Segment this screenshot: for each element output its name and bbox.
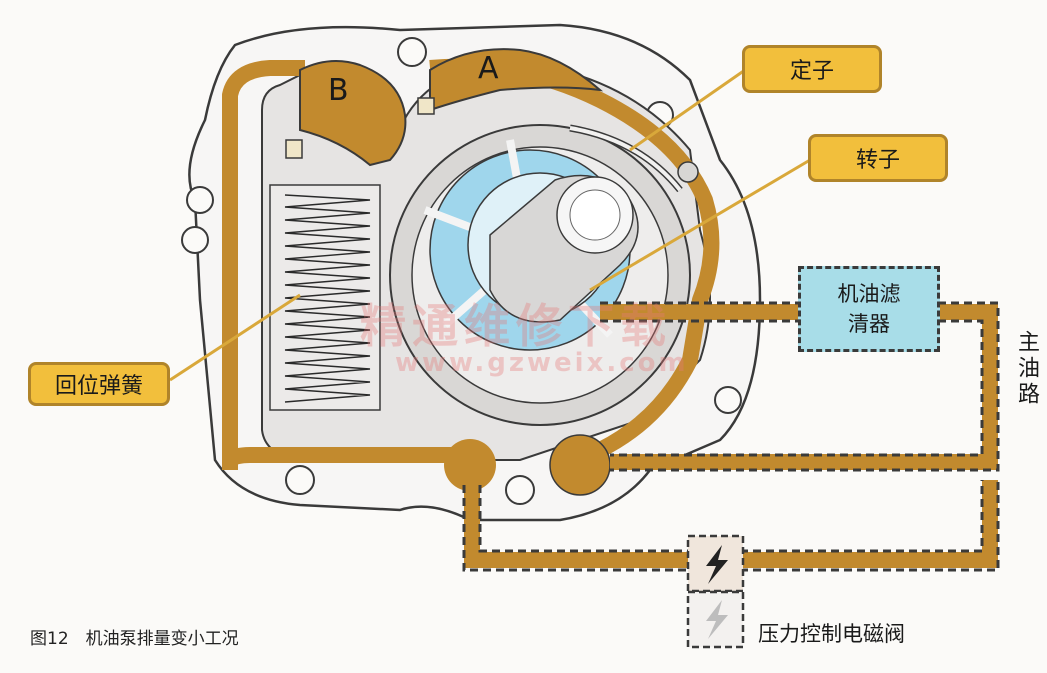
solenoid-valve-inactive bbox=[686, 590, 745, 649]
watermark-title: 精通维修下载 bbox=[360, 299, 672, 353]
outlet-port-left bbox=[444, 439, 496, 491]
bolt-holes bbox=[181, 37, 742, 505]
oil-channel-outer bbox=[222, 60, 305, 470]
lightning-icon-inactive bbox=[706, 600, 728, 639]
oil-filter: 机油滤 清器 bbox=[798, 266, 940, 352]
main-oil-circuit bbox=[462, 301, 1000, 572]
leader-lines bbox=[169, 68, 811, 382]
oil-filter-label-line2: 清器 bbox=[848, 312, 890, 336]
outlet-port-right bbox=[549, 434, 611, 496]
chamber-b-label: B bbox=[328, 73, 349, 108]
chamber-a-label: A bbox=[478, 51, 499, 86]
watermark-url: www.gzweix.com bbox=[395, 348, 689, 378]
stator-label: 定子 bbox=[742, 45, 882, 93]
chamber-a bbox=[429, 48, 604, 112]
solenoid-valve-label: 压力控制电磁阀 bbox=[758, 622, 905, 646]
oil-filter-label-line1: 机油滤 bbox=[837, 282, 901, 306]
rotor-label: 转子 bbox=[808, 134, 948, 182]
main-oil-gallery-label: 主油路 bbox=[1014, 330, 1039, 408]
figure-caption: 图12 机油泵排量变小工况 bbox=[30, 629, 239, 649]
lightning-icon bbox=[706, 545, 728, 584]
shaft-end-inner bbox=[569, 189, 621, 241]
return-spring-label: 回位弹簧 bbox=[28, 362, 170, 406]
chamber-b bbox=[299, 60, 407, 167]
pin-top bbox=[417, 97, 435, 115]
pivot-pin bbox=[677, 161, 699, 183]
pin-left bbox=[285, 139, 303, 159]
return-spring bbox=[284, 194, 371, 403]
